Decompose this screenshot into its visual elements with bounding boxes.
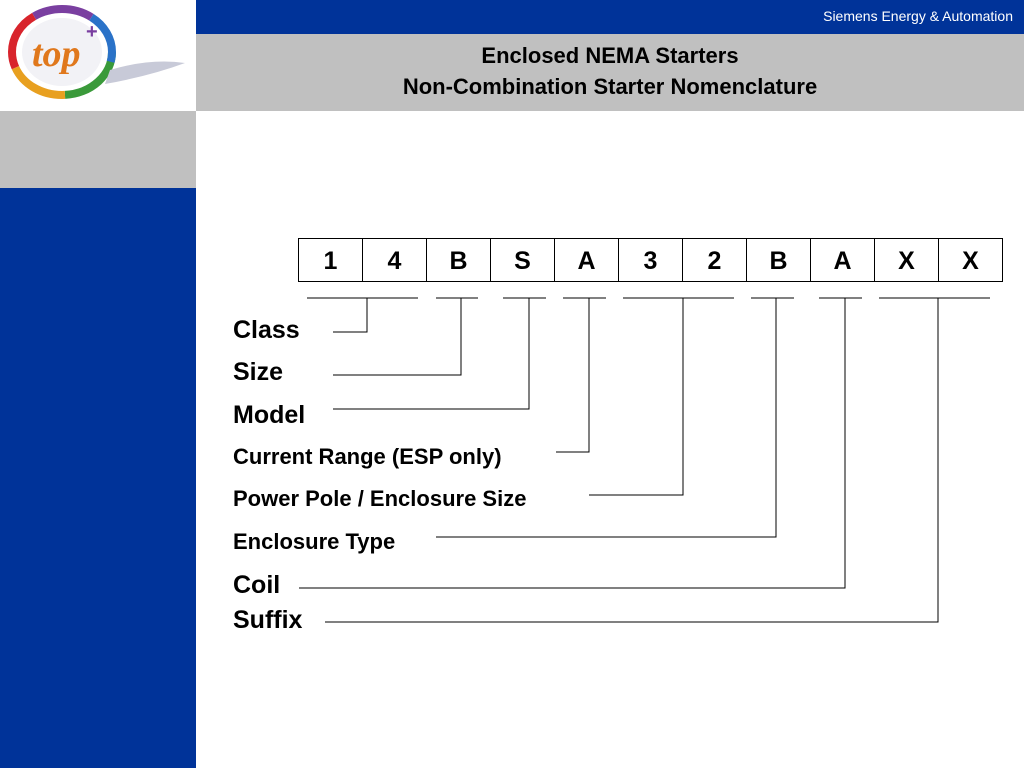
page-subtitle: Non-Combination Starter Nomenclature bbox=[402, 74, 818, 99]
code-cell-10: X bbox=[874, 239, 938, 281]
leader-enclosure-type bbox=[436, 298, 777, 538]
leader-class bbox=[333, 298, 368, 333]
code-cell-5: A bbox=[554, 239, 618, 281]
code-cell-6: 3 bbox=[618, 239, 682, 281]
company-name: Siemens Energy & Automation bbox=[823, 8, 1013, 24]
label-size: Size bbox=[233, 358, 284, 386]
code-cell-7: 2 bbox=[682, 239, 746, 281]
header-bar: Siemens Energy & Automation bbox=[196, 0, 1024, 34]
leader-current-range bbox=[556, 298, 590, 453]
label-current-range: Current Range (ESP only) bbox=[233, 444, 502, 469]
logo-area: top + bbox=[0, 0, 196, 111]
top-plus-logo: top + bbox=[8, 5, 185, 99]
title-bar: Enclosed NEMA Starters Non-Combination S… bbox=[196, 34, 1024, 111]
code-cell-2: 4 bbox=[362, 239, 426, 281]
code-cell-4: S bbox=[490, 239, 554, 281]
left-blue-band bbox=[0, 188, 196, 768]
code-cell-1: 1 bbox=[323, 247, 338, 275]
label-class: Class bbox=[233, 316, 300, 344]
label-enclosure-type: Enclosure Type bbox=[233, 529, 396, 554]
leader-power-pole bbox=[589, 298, 684, 496]
code-cell-11: X bbox=[938, 239, 1002, 281]
code-cell-9: A bbox=[810, 239, 874, 281]
logo-plus: + bbox=[86, 21, 98, 43]
leader-model bbox=[333, 298, 530, 410]
label-power-pole: Power Pole / Enclosure Size bbox=[233, 486, 527, 511]
logo-text: top bbox=[32, 33, 81, 75]
label-suffix: Suffix bbox=[233, 606, 303, 634]
catalog-code-row: 1 4 B S A 3 2 B A X X bbox=[298, 238, 1003, 282]
page-title: Enclosed NEMA Starters bbox=[481, 43, 739, 68]
label-coil: Coil bbox=[233, 571, 281, 599]
code-cell-3: B bbox=[426, 239, 490, 281]
leader-coil bbox=[299, 298, 846, 589]
left-gray-band bbox=[0, 111, 196, 188]
leader-size bbox=[333, 298, 462, 376]
label-model: Model bbox=[233, 401, 306, 429]
code-cell-8: B bbox=[746, 239, 810, 281]
leader-suffix bbox=[325, 298, 939, 623]
